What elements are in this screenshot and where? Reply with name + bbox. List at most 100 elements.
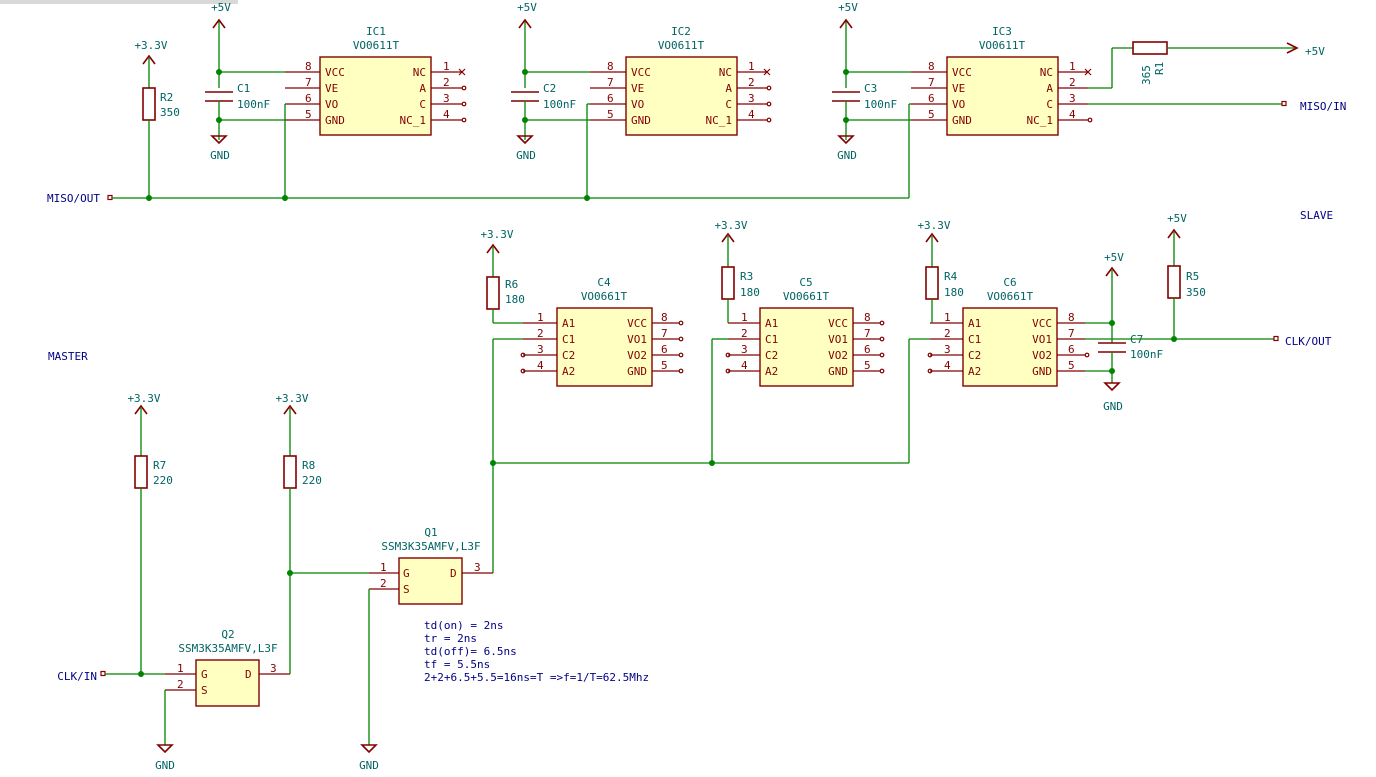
junction [216,117,222,123]
capacitor-c2[interactable]: C2 100nF [511,20,576,140]
pin-number: 2 [748,76,755,89]
pin-number: 3 [270,662,277,675]
resistor-r5[interactable]: +5V R5 350 [1167,212,1206,339]
c4-value: VO0661T [581,290,628,303]
pin-number: 2 [537,327,544,340]
pin-number: 3 [537,343,544,356]
pin-label: C [1046,98,1053,111]
pin-label: C [725,98,732,111]
ground-symbol: GND [359,744,379,772]
pin-number: 1 [380,561,387,574]
label-slave: SLAVE [1300,209,1333,222]
pin-number: 7 [661,327,668,340]
power-label: GND [1103,400,1123,413]
pin-number: 2 [944,327,951,340]
r4-value: 180 [944,286,964,299]
q2-value: SSM3K35AMFV,L3F [178,642,277,655]
pin-label: A2 [765,365,778,378]
ic-c6[interactable]: C6 VO0661T A1 C1 C2 A2 VCC VO1 VO2 GND 1… [927,276,1090,387]
resistor-r3[interactable]: +3.3V R3 180 [714,219,760,323]
note-line: 2+2+6.5+5.5=16ns=T =>f=1/T=62.5Mhz [424,671,649,684]
resistor-r7[interactable]: +3.3V R7 220 [127,392,173,674]
pin-number: 1 [748,60,755,73]
pin-number: 8 [1068,311,1075,324]
pin-number: 2 [177,678,184,691]
pin-number: 6 [928,92,935,105]
pin-number: 6 [305,92,312,105]
pin-number: 1 [741,311,748,324]
pin-label: A2 [968,365,981,378]
power-5v-symbol: +5V [517,1,537,29]
r1-value: 365 [1140,65,1153,85]
pin-number: 3 [944,343,951,356]
resistor-r6[interactable]: +3.3V R6 180 [480,228,525,324]
power-label: +3.3V [917,219,950,232]
pin-label: VCC [627,317,647,330]
pin-number: 6 [1068,343,1075,356]
ic3[interactable]: IC3 VO0611T VCC VE VO GND NC A C NC_1 8 … [911,25,1093,136]
pin-label: A [725,82,732,95]
pin-label: C1 [968,333,981,346]
pin-number: 6 [661,343,668,356]
c5-value: VO0661T [783,290,830,303]
net-clk-in[interactable]: CLK/IN [57,670,165,683]
pin-number: 2 [1069,76,1076,89]
pin-number: 3 [748,92,755,105]
power-5v-symbol: +5V [1104,251,1124,277]
power-label: GND [155,759,175,772]
pin-label: VO1 [1032,333,1052,346]
r6-value: 180 [505,293,525,306]
pin-label: G [403,567,410,580]
capacitor-c3[interactable]: C3 100nF [832,20,897,140]
pin-label: GND [952,114,972,127]
pin-number: 7 [1068,327,1075,340]
junction [522,69,528,75]
ic1[interactable]: IC1 VO0611T VCC VE VO GND NC A C NC_1 8 … [285,25,467,136]
note-line: td(off)= 6.5ns [424,645,517,658]
r3-value: 180 [740,286,760,299]
power-label: +3.3V [275,392,308,405]
ic-c4[interactable]: C4 VO0661T A1 C1 C2 A2 VCC VO1 VO2 GND 1… [520,276,684,387]
ic-c5[interactable]: C5 VO0661T A1 C1 C2 A2 VCC VO1 VO2 GND 1… [725,276,885,387]
pin-number: 1 [443,60,450,73]
junction [1171,336,1177,342]
pin-label: A [1046,82,1053,95]
r2-ref: R2 [160,91,173,104]
net-cathode-bus[interactable] [492,338,930,573]
pin-label: A2 [562,365,575,378]
pin-label: VCC [952,66,972,79]
pin-number: 4 [748,108,755,121]
net-clk-out[interactable]: CLK/OUT [1085,335,1332,348]
ic2-ref: IC2 [671,25,691,38]
c6-ref: C6 [1003,276,1016,289]
resistor-r2[interactable]: R2 350 [142,58,180,198]
ic2[interactable]: IC2 VO0611T VCC VE VO GND NC A C NC_1 8 … [590,25,772,136]
net-miso-in[interactable]: MISO/IN [1088,100,1346,113]
resistor-r8[interactable]: +3.3V R8 220 [275,392,322,674]
pin-number: 8 [305,60,312,73]
resistor-r1[interactable]: +5V 365 R1 [1088,41,1325,89]
pin-number: 2 [380,577,387,590]
q2-ref: Q2 [221,628,234,641]
transistor-q2[interactable]: Q2 SSM3K35AMFV,L3F G S D 1 2 3 [165,628,290,707]
r6-ref: R6 [505,278,518,291]
resistor-r4[interactable]: +3.3V R4 180 [917,219,964,323]
pin-number: 1 [537,311,544,324]
q1-value: SSM3K35AMFV,L3F [381,540,480,553]
net-miso-out[interactable]: MISO/OUT [47,103,911,205]
power-label: +5V [838,1,858,14]
pin-number: 3 [443,92,450,105]
transistor-q1[interactable]: Q1 SSM3K35AMFV,L3F G S D 1 2 3 [369,526,493,605]
r1-ref: R1 [1153,62,1166,75]
capacitor-c7[interactable]: C7 100nF [1085,270,1163,383]
power-5v-symbol: +5V [211,1,231,29]
pin-number: 7 [928,76,935,89]
capacitor-c1[interactable]: C1 100nF [205,20,270,140]
c1-value: 100nF [237,98,270,111]
power-label: GND [837,149,857,162]
power-label: +5V [1104,251,1124,264]
r8-value: 220 [302,474,322,487]
pin-label: GND [1032,365,1052,378]
pin-label: VO [325,98,338,111]
